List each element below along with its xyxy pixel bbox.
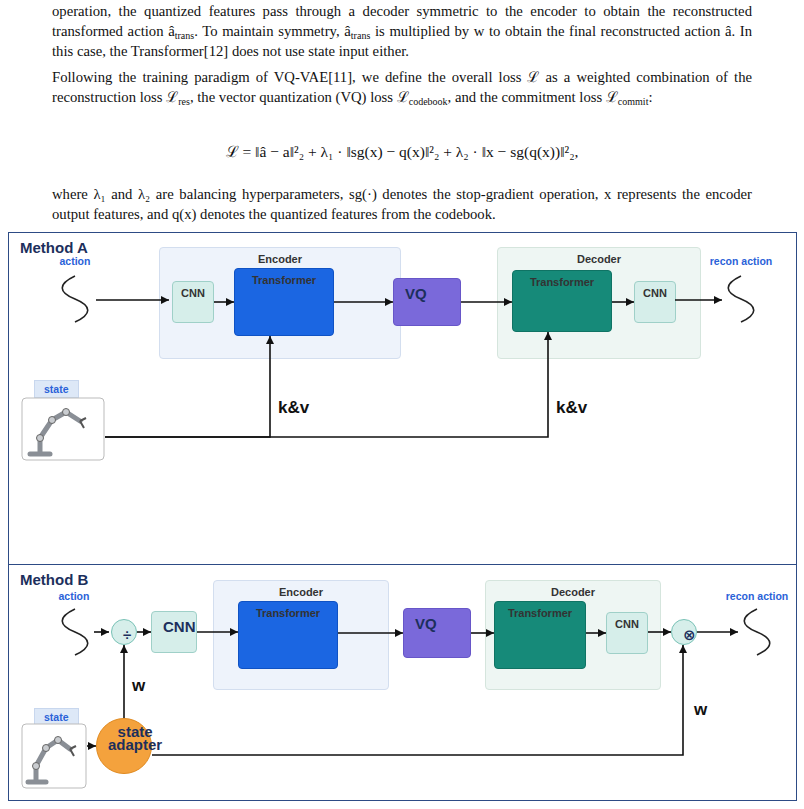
vq-box: VQ xyxy=(393,278,461,326)
operator-circle: ⊗ xyxy=(671,619,697,645)
flow-arrow xyxy=(137,631,151,633)
transformer-box: Transformer xyxy=(234,268,334,336)
module-label: Transformer xyxy=(495,607,585,619)
state-adapter: state adapter xyxy=(96,718,152,774)
module-label: CNN xyxy=(173,287,213,299)
flow-arrow xyxy=(123,645,125,718)
state-tag: state xyxy=(34,708,79,726)
equation: ℒ = ‖â − a‖²₂ + λ₁ · ‖sg(x) − q(x)‖²₂ + … xyxy=(226,143,579,160)
paragraph: where λ₁ and λ₂ are balancing hyperparam… xyxy=(52,184,752,224)
edge-label: w xyxy=(132,676,145,696)
subscript: trans xyxy=(175,30,194,41)
edge-label: k&v xyxy=(556,398,587,418)
paper-text: where λ₁ and λ₂ are balancing hyperparam… xyxy=(52,186,752,222)
subscript: commit xyxy=(618,96,649,107)
transformer-box: Transformer xyxy=(512,270,612,332)
transformer-box: Transformer xyxy=(494,601,586,669)
state-input: state xyxy=(23,374,105,462)
edge-label: w xyxy=(694,700,707,720)
module-label: Transformer xyxy=(235,274,333,286)
decoder-block: DecoderTransformerCNN xyxy=(485,580,661,690)
paper-text: . To maintain symmetry, â xyxy=(194,23,351,39)
io-label: action xyxy=(20,255,130,267)
block-title: Encoder xyxy=(214,586,388,598)
paragraph: Following the training paradigm of VQ-VA… xyxy=(52,67,752,107)
cnn-box: CNN xyxy=(606,612,648,654)
vq-box: VQ xyxy=(403,608,471,658)
module-label: VQ xyxy=(415,615,437,632)
module-label: Transformer xyxy=(239,607,337,619)
module-label: state adapter xyxy=(108,725,162,751)
flow-arrow xyxy=(87,745,96,747)
cnn-box: CNN xyxy=(172,281,214,323)
module-label: VQ xyxy=(405,285,427,302)
panel-title: Method B xyxy=(20,571,88,588)
io-label: action xyxy=(19,590,129,602)
paper-text: : xyxy=(648,89,652,105)
block-title: Decoder xyxy=(498,253,700,265)
module-label: CNN xyxy=(163,618,196,635)
panel-title: Method A xyxy=(20,239,88,256)
operator-circle: ÷ xyxy=(111,619,137,645)
paper-text: , and the commitment loss ℒ xyxy=(448,89,618,105)
decoder-block: DecoderTransformerCNN xyxy=(497,247,701,359)
encoder-block: EncoderTransformer xyxy=(213,580,389,690)
subscript: res xyxy=(178,96,190,107)
transformer-box: Transformer xyxy=(238,601,338,669)
module-label: CNN xyxy=(635,287,675,299)
cnn-box: CNN xyxy=(151,611,197,653)
block-title: Decoder xyxy=(486,586,660,598)
operator-symbol: ⊗ xyxy=(683,626,696,644)
method-panel: Method B÷CNNEncoderTransformerVQDecoderT… xyxy=(8,565,797,801)
block-title: Encoder xyxy=(160,253,400,265)
io-label: recon action xyxy=(702,590,804,602)
cnn-box: CNN xyxy=(634,281,676,323)
state-input: state xyxy=(23,702,87,790)
paragraph: operation, the quantized features pass t… xyxy=(52,1,752,61)
paragraph: ℒ = ‖â − a‖²₂ + λ₁ · ‖sg(x) − q(x)‖²₂ + … xyxy=(52,142,752,162)
operator-symbol: ÷ xyxy=(123,626,131,643)
subscript: codebook xyxy=(409,96,448,107)
method-panel: Method A EncoderCNN TransformerVQ DecoderTr… xyxy=(8,232,797,565)
state-tag: state xyxy=(34,380,79,398)
subscript: trans xyxy=(351,30,370,41)
paper-text: , the vector quantization (VQ) loss ℒ xyxy=(190,89,409,105)
module-label: Transformer xyxy=(513,276,611,288)
edge-label: k&v xyxy=(278,398,309,418)
encoder-block: EncoderCNN Transformer xyxy=(159,247,401,359)
module-label: CNN xyxy=(607,618,647,630)
io-label: recon action xyxy=(686,255,796,267)
